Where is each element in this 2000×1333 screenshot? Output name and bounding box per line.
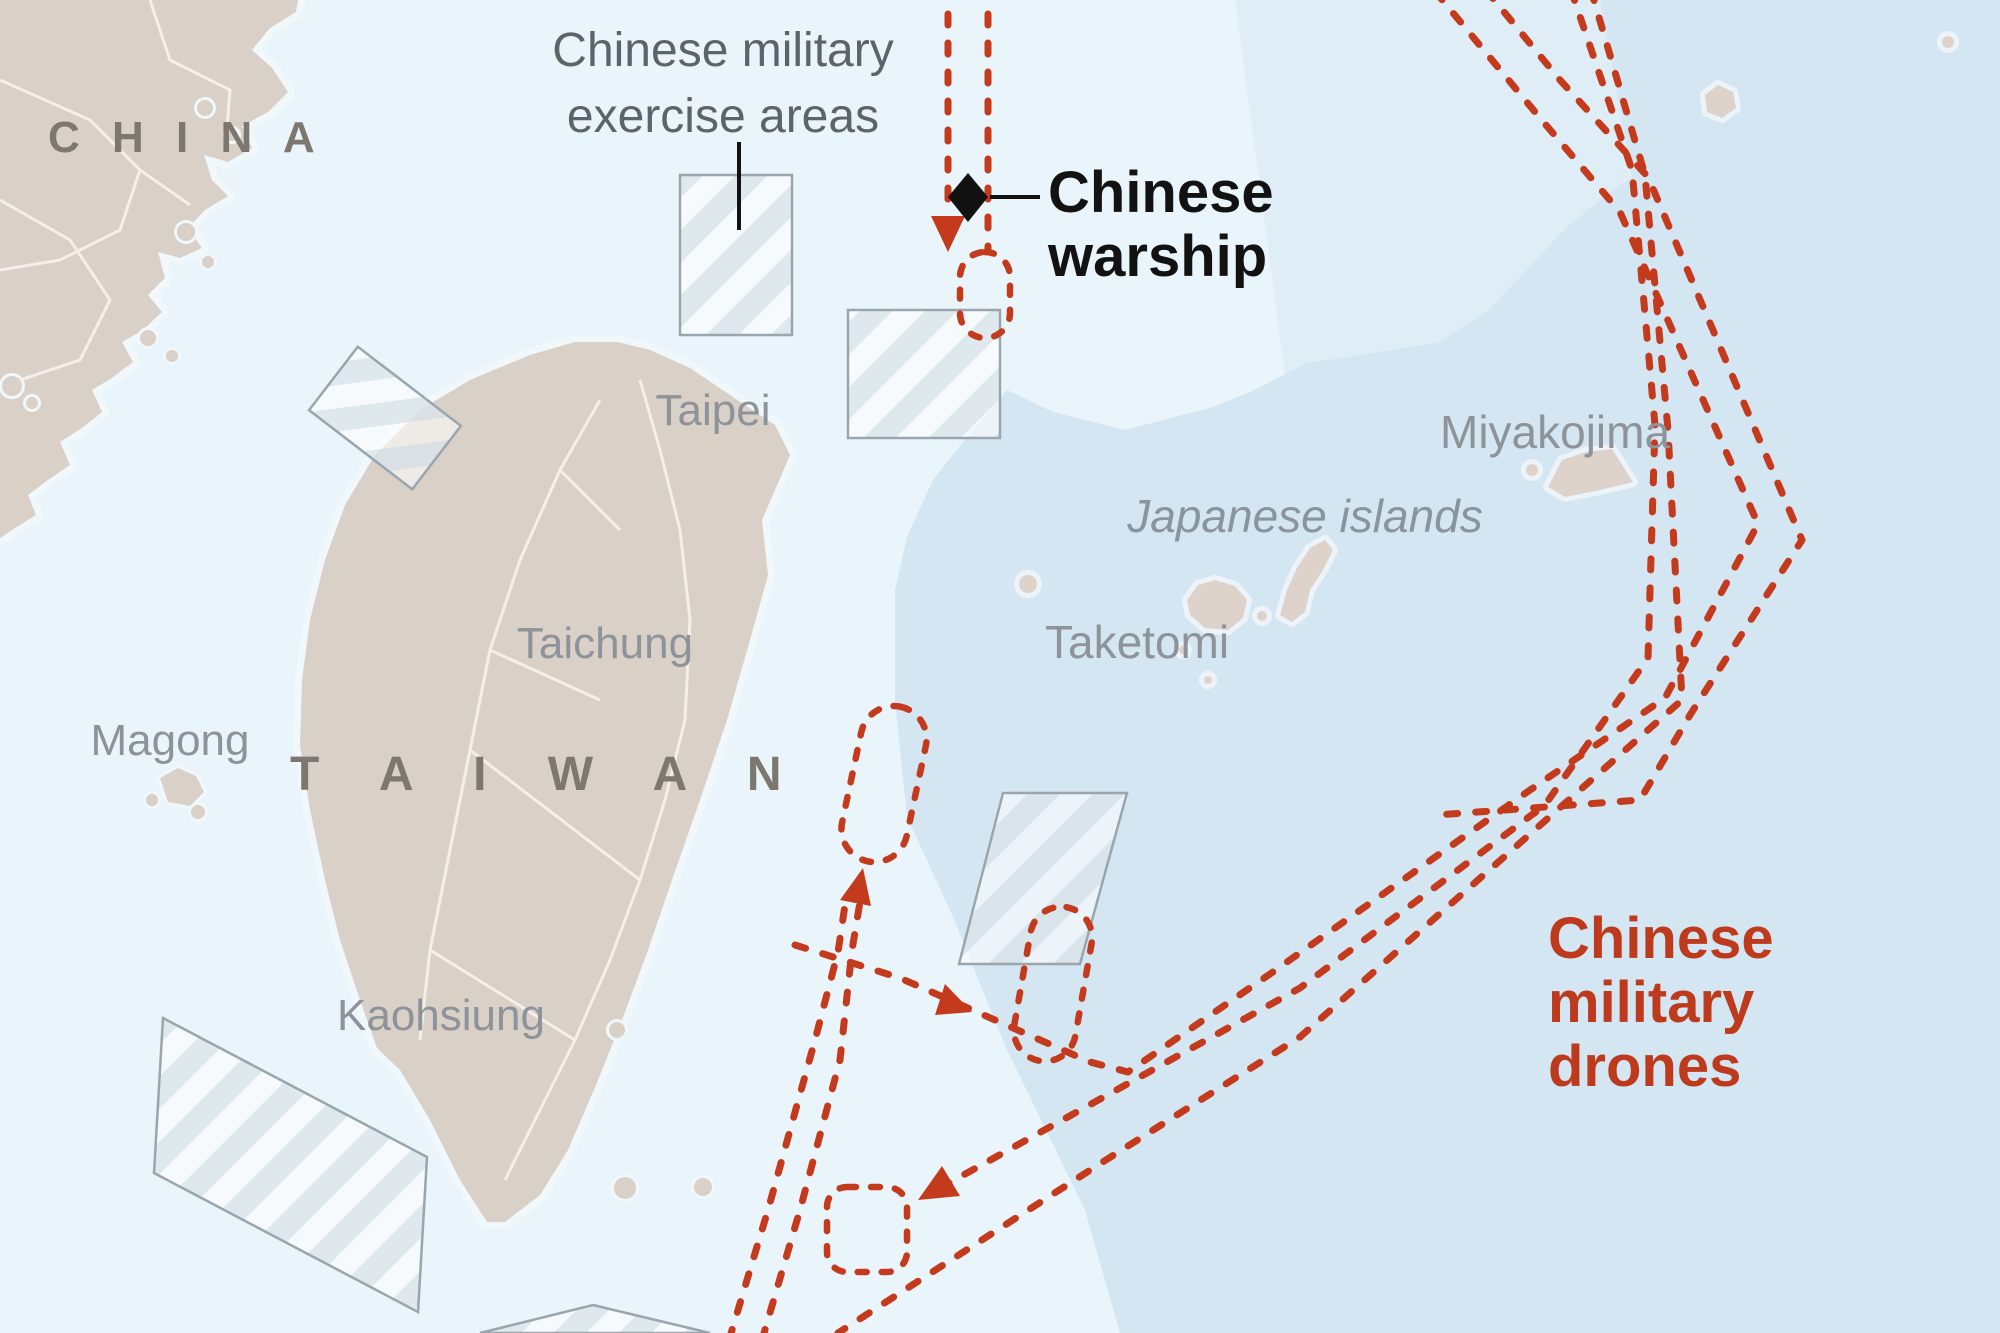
coastal-track-east <box>760 898 864 1333</box>
exercise-area-southwest <box>152 1015 429 1315</box>
warship-diamond-icon <box>948 173 988 222</box>
southeast-loiter-loop <box>1010 903 1096 1065</box>
china-coastal-islands <box>0 97 241 412</box>
south-loiter-box <box>823 1183 911 1276</box>
exercise-area-strait <box>307 344 463 492</box>
japanese-islands <box>1014 31 1959 689</box>
drones-annotation-line3: drones <box>1548 1034 1741 1099</box>
drone-paths <box>727 0 1806 1333</box>
exercise-annotation-line2: exercise areas <box>567 90 879 143</box>
warship-annotation-line2: warship <box>1047 224 1267 289</box>
coastal-track-west <box>727 901 849 1333</box>
city-label-taichung: Taichung <box>517 619 693 668</box>
drones-annotation-line1: Chinese <box>1548 906 1774 971</box>
city-label-taipei: Taipei <box>656 386 771 435</box>
path-arrows <box>840 216 972 1200</box>
country-label-taiwan: T A I W A N <box>290 748 806 801</box>
ishigaki-island <box>1275 535 1338 627</box>
warship-annotation-line1: Chinese <box>1048 160 1274 225</box>
drone-route-2 <box>1433 0 1806 819</box>
city-label-magong: Magong <box>90 716 249 765</box>
island-label-taketomi: Taketomi <box>1045 616 1229 668</box>
arrow-up-icon <box>840 868 871 906</box>
northeast-island <box>1700 80 1741 123</box>
drones-annotation-line2: military <box>1548 970 1754 1035</box>
arrow-down-icon <box>931 216 965 252</box>
exercise-area-northeast <box>846 308 1002 440</box>
arrow-east-icon <box>935 984 972 1015</box>
exercise-annotation-line1: Chinese military <box>552 24 893 77</box>
sea-label-japanese-islands: Japanese islands <box>1126 490 1482 542</box>
exercise-area-north <box>678 173 794 337</box>
taiwan-roads <box>418 379 692 1181</box>
taiwan-landmass <box>293 335 797 1229</box>
island-label-miyakojima: Miyakojima <box>1440 406 1670 458</box>
arrow-southwest-icon <box>918 1166 960 1200</box>
exercise-area-south <box>479 1303 711 1333</box>
country-label-china: C H I N A <box>48 113 325 162</box>
warship-loiter-loop <box>956 248 1014 342</box>
city-label-kaohsiung: Kaohsiung <box>337 991 545 1040</box>
miyako-island <box>1543 444 1638 502</box>
loiter-loops <box>823 248 1096 1276</box>
east-coast-loiter-loop <box>838 702 930 866</box>
china-landmass <box>0 0 306 547</box>
drone-route-1 <box>791 0 1762 1076</box>
china-borders <box>0 0 232 382</box>
iriomote-island <box>1182 575 1252 635</box>
taiwan-outlying-islands <box>143 764 715 1202</box>
drone-route-3 <box>936 0 1659 1192</box>
japanese-waters-region <box>895 0 2000 1333</box>
